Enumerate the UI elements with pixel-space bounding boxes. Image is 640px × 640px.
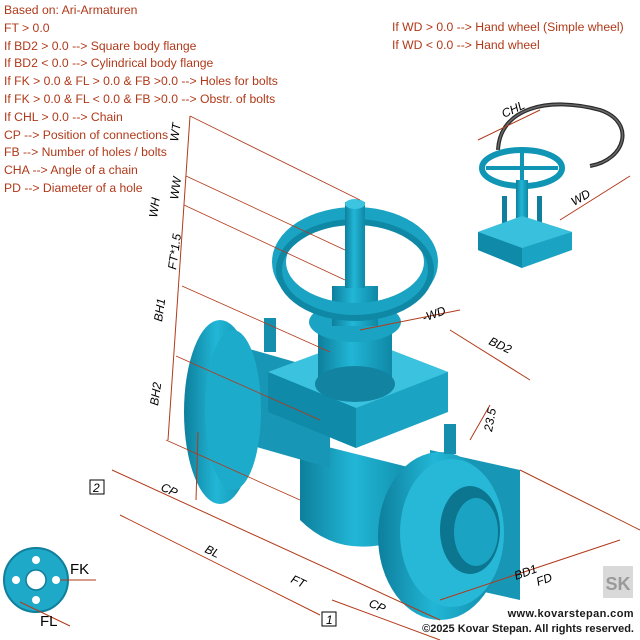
note-line: Based on: Ari-Armaturen — [4, 3, 138, 17]
note-line: FT > 0.0 — [4, 20, 50, 35]
main-valve — [184, 199, 520, 620]
note-line: CP --> Position of connections — [4, 127, 169, 142]
note-line: If BD2 > 0.0 --> Square body flange — [4, 38, 197, 53]
connection-marker-1: 1 — [326, 613, 333, 627]
flange-detail — [3, 547, 96, 627]
dimension-lines — [111, 109, 640, 640]
note-line: If BD2 < 0.0 --> Cylindrical body flange — [4, 56, 214, 71]
note-line: FB --> Number of holes / bolts — [4, 145, 167, 160]
dim-23-5: 23.5 — [481, 407, 499, 434]
dim-fk: FK — [70, 561, 89, 578]
dim-ww: WW — [167, 174, 184, 200]
svg-text:SK: SK — [605, 574, 630, 594]
dim-neg-wd: -WD — [420, 303, 448, 324]
dim-ft15: FT*1.5 — [165, 232, 184, 270]
note-line: If WD < 0.0 --> Hand wheel — [392, 38, 540, 52]
dim-fd: FD — [534, 570, 554, 589]
copyright-notice: ©2025 Kovar Stepan. All rights reserved. — [422, 623, 634, 635]
dim-wd: WD — [569, 186, 594, 208]
note-line: If WD > 0.0 --> Hand wheel (Simple wheel… — [392, 20, 624, 34]
dim-fl: FL — [40, 613, 58, 630]
note-line: If CHL > 0.0 --> Chain — [4, 109, 123, 124]
note-line: If FK > 0.0 & FL < 0.0 & FB >0.0 --> Obs… — [4, 91, 276, 106]
parameter-notes: Based on: Ari-Armaturen FT > 0.0 If BD2 … — [4, 2, 278, 198]
dim-cp-left: CP — [159, 480, 180, 500]
dim-wh: WH — [146, 196, 163, 218]
connection-marker-2: 2 — [92, 481, 100, 495]
note-line: If FK > 0.0 & FL > 0.0 & FB >0.0 --> Hol… — [4, 74, 278, 89]
dim-ft: FT — [289, 572, 310, 592]
inset-valve — [478, 102, 625, 268]
handwheel-notes: If WD > 0.0 --> Hand wheel (Simple wheel… — [392, 18, 624, 54]
dim-bl: BL — [203, 542, 222, 561]
dim-bd2: BD2 — [487, 334, 514, 357]
sk-logo: SK — [603, 566, 633, 598]
note-line: CHA --> Angle of a chain — [4, 163, 138, 178]
dim-bh2: BH2 — [147, 381, 164, 406]
website-link[interactable]: www.kovarstepan.com — [507, 608, 634, 620]
dim-cp-bottom: CP — [367, 596, 388, 616]
dim-wt: WT — [167, 120, 184, 142]
dim-bh1: BH1 — [151, 297, 168, 322]
note-line: PD --> Diameter of a hole — [4, 180, 143, 195]
